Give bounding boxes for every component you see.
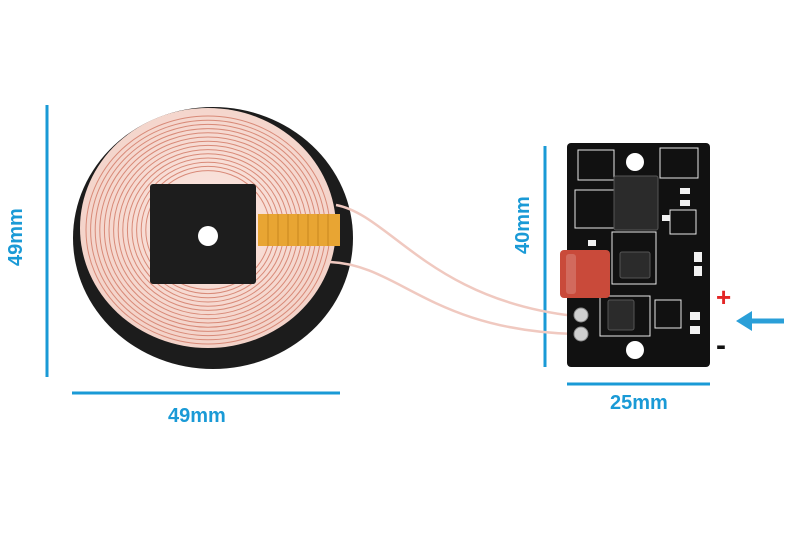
negative-terminal-label: - <box>716 329 726 362</box>
receiver-circuit-board <box>560 143 710 367</box>
pcb-pads <box>588 188 702 334</box>
pcb-solder-pad-upper <box>573 307 589 323</box>
film-capacitor-shine <box>566 254 576 294</box>
positive-terminal-label: + <box>716 282 732 312</box>
pcb-mount-hole-top <box>626 153 644 171</box>
board-height-label: 40mm <box>512 196 534 254</box>
coil-height-label: 49mm <box>5 208 27 266</box>
pcb-silkscreen <box>574 147 699 337</box>
pcb-solder-pad-lower <box>573 326 589 342</box>
arrow-left-icon <box>736 311 784 331</box>
wireless-charging-coil <box>73 107 353 369</box>
dimension-lines <box>45 105 710 395</box>
pcb-chips <box>607 175 659 331</box>
coil-windings <box>85 115 331 345</box>
tape-stripes <box>267 214 329 246</box>
coil-lead-wires <box>329 203 576 336</box>
film-capacitor <box>560 250 610 298</box>
coil-lead-tape <box>258 214 340 246</box>
coil-width-label: 49mm <box>168 405 226 427</box>
pcb-mount-hole-bottom <box>626 341 644 359</box>
board-width-label: 25mm <box>610 392 668 414</box>
coil-center-hole <box>198 226 218 246</box>
